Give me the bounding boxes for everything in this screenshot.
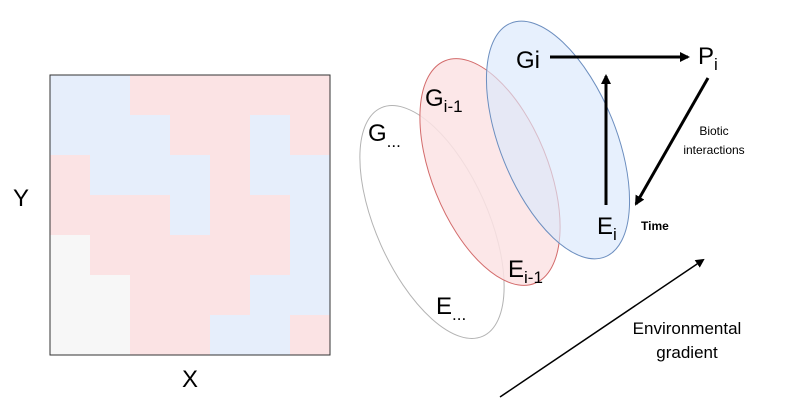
grid-cell-blue <box>170 195 211 236</box>
grid-cell-red <box>210 155 251 196</box>
grid-cell-red <box>170 315 211 356</box>
grid-cell-red <box>290 315 331 356</box>
grid-cell-blue <box>290 275 331 316</box>
label-g-back: G... <box>368 120 401 151</box>
grid-cell-blue <box>50 75 91 116</box>
grid-cell-blue <box>290 155 331 196</box>
arrow-p-to-e <box>634 77 710 206</box>
y-axis-label: Y <box>13 185 29 212</box>
grid-cell-red <box>290 115 331 156</box>
grid-cell-red <box>170 115 211 156</box>
label-e-front: Ei <box>597 213 617 244</box>
grid-cell-blue <box>130 115 171 156</box>
grid-cell-grey <box>50 235 91 276</box>
grid-cell-blue <box>90 75 131 116</box>
time-label: Time <box>641 219 669 233</box>
landscape-grid-border <box>49 74 331 356</box>
grid-cell-red <box>250 75 291 116</box>
grid-cell-blue <box>50 115 91 156</box>
grid-cell-blue <box>290 235 331 276</box>
grid-cell-red <box>250 235 291 276</box>
grid-cell-red <box>170 75 211 116</box>
biotic-interactions-line1: Biotic <box>699 124 728 138</box>
grid-cell-red <box>90 195 131 236</box>
grid-cell-grey <box>90 315 131 356</box>
grid-cell-blue <box>250 315 291 356</box>
label-g-middle: Gi-1 <box>425 85 463 116</box>
grid-cell-blue <box>250 115 291 156</box>
grid-cell-blue <box>290 195 331 236</box>
label-e-middle: Ei-1 <box>508 256 543 287</box>
grid-cell-blue <box>250 275 291 316</box>
ellipse-front <box>485 20 631 260</box>
grid-cell-red <box>210 235 251 276</box>
grid-cell-red <box>130 235 171 276</box>
label-g-front: Gi <box>516 47 540 74</box>
arrow-environmental-gradient <box>499 258 705 398</box>
grid-cell-red <box>130 275 171 316</box>
grid-cell-red <box>210 75 251 116</box>
grid-cell-red <box>290 75 331 116</box>
grid-cell-red <box>210 275 251 316</box>
grid-cell-red <box>210 195 251 236</box>
label-p: Pi <box>698 43 718 74</box>
grid-cell-red <box>170 275 211 316</box>
grid-cell-red <box>170 235 211 276</box>
label-e-back: E... <box>436 293 466 324</box>
grid-cell-grey <box>90 275 131 316</box>
grid-cell-red <box>210 115 251 156</box>
grid-cell-grey <box>50 315 91 356</box>
grid-cell-blue <box>90 155 131 196</box>
biotic-interactions-line2: interactions <box>683 143 744 157</box>
grid-cell-red <box>130 195 171 236</box>
grid-cell-blue <box>90 115 131 156</box>
grid-cell-red <box>130 75 171 116</box>
grid-cell-blue <box>250 155 291 196</box>
environmental-gradient-line2: gradient <box>656 343 718 362</box>
grid-cell-grey <box>50 275 91 316</box>
grid-cell-blue <box>210 315 251 356</box>
grid-cell-red <box>130 315 171 356</box>
grid-cell-blue <box>170 155 211 196</box>
x-axis-label: X <box>182 366 198 393</box>
grid-cell-red <box>50 155 91 196</box>
landscape-grid <box>50 75 331 356</box>
environmental-gradient-line1: Environmental <box>633 319 742 338</box>
grid-cell-red <box>90 235 131 276</box>
grid-cell-blue <box>130 155 171 196</box>
grid-cell-red <box>250 195 291 236</box>
grid-cell-red <box>50 195 91 236</box>
